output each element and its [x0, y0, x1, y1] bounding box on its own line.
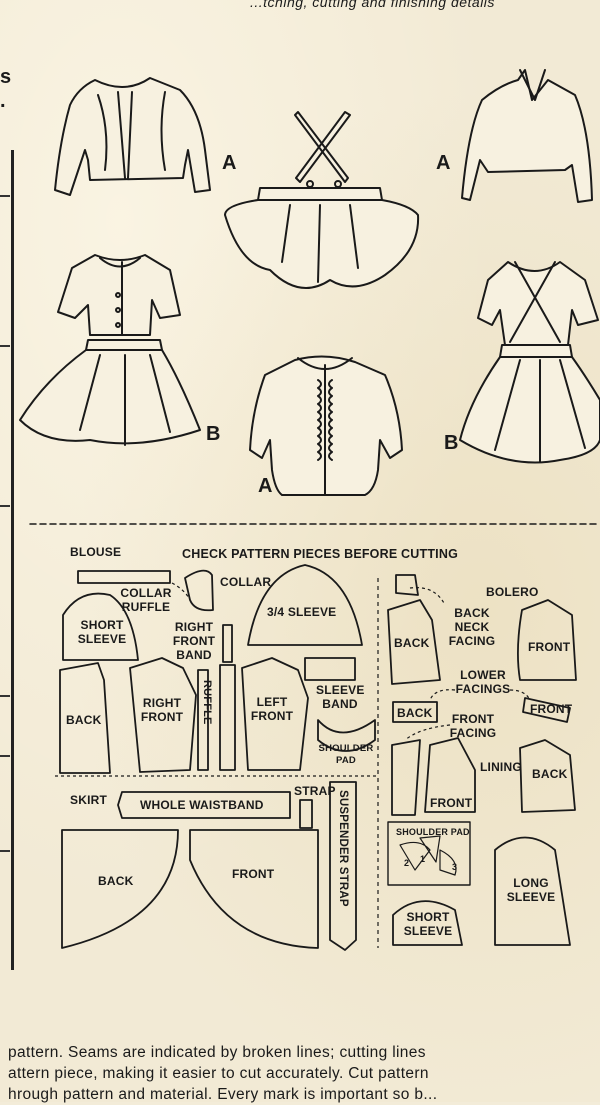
instruction-text: pattern. Seams are indicated by broken l… [8, 1042, 600, 1105]
instruction-line: attern piece, making it easier to cut ac… [8, 1065, 429, 1082]
piece-collar-ruffle: COLLAR RUFFLE [120, 586, 172, 614]
section-label-blouse: BLOUSE [70, 545, 122, 559]
piece-lining: LINING [480, 760, 522, 774]
table-rule [0, 345, 10, 347]
view-letter: A [258, 475, 273, 497]
outfit-b-left-illustration [19, 254, 201, 446]
blouse-illustration [249, 355, 403, 496]
edge-fragment-2: . [0, 90, 6, 112]
table-rule [0, 505, 10, 507]
section-label-bolero: BOLERO [486, 585, 539, 599]
piece-lower-facing-front: FRONT [530, 702, 573, 716]
piece-short-sleeve-bolero: SHORT SLEEVE [403, 910, 453, 938]
left-table-border [0, 150, 14, 970]
piece-short-sleeve-blouse: SHORT SLEEVE [77, 618, 127, 646]
table-rule [0, 695, 10, 697]
piece-bolero-back: BACK [394, 636, 430, 650]
layout-title: CHECK PATTERN PIECES BEFORE CUTTING [182, 547, 458, 561]
piece-bolero-front: FRONT [528, 640, 571, 654]
piece-whole-waistband: WHOLE WAISTBAND [140, 798, 264, 812]
section-label-skirt: SKIRT [70, 793, 107, 807]
header-fragment: ...tching, cutting and finishing details [250, 0, 495, 10]
garment-illustrations [19, 69, 600, 525]
edge-fragment-1: s [0, 66, 12, 88]
table-rule [0, 755, 10, 757]
pad-number-2: 2 [404, 858, 410, 868]
view-letter: A [436, 152, 451, 174]
piece-strap: STRAP [294, 784, 336, 798]
piece-shoulder-pad-bolero: SHOULDER PAD [396, 827, 470, 837]
instruction-line: hrough pattern and material. Every mark … [8, 1086, 438, 1103]
piece-skirt-front: FRONT [232, 867, 275, 881]
suspender-skirt-illustration [224, 111, 420, 289]
piece-long-sleeve: LONG SLEEVE [506, 876, 556, 904]
table-rule [0, 195, 10, 197]
instruction-line: pattern. Seams are indicated by broken l… [8, 1044, 426, 1061]
view-letter: B [444, 432, 459, 454]
piece-left-front: LEFT FRONT [250, 695, 294, 723]
view-letter: B [206, 423, 221, 445]
pad-number-1: 1 [420, 854, 426, 864]
piece-three-quarter-sleeve: 3/4 SLEEVE [267, 605, 337, 619]
bolero-front-illustration [54, 77, 211, 196]
piece-shoulder-pad-blouse: SHOULDER PAD [318, 743, 374, 766]
piece-lower-facing-back: BACK [397, 706, 433, 720]
table-rule [0, 850, 10, 852]
piece-suspender-strap: SUSPENDER STRAP [337, 790, 349, 907]
piece-skirt-back: BACK [98, 874, 134, 888]
piece-right-front: RIGHT FRONT [140, 696, 184, 724]
view-letter: A [222, 152, 237, 174]
bolero-back-illustration [461, 69, 593, 203]
piece-front-facing: FRONT FACING [449, 712, 497, 740]
outfit-b-right-illustration [459, 261, 600, 464]
piece-ruffle: RUFFLE [201, 680, 213, 725]
piece-collar: COLLAR [220, 575, 272, 589]
piece-back-neck-facing: BACK NECK FACING [448, 606, 496, 648]
piece-lining-front: FRONT [430, 796, 473, 810]
piece-sleeve-band: SLEEVE BAND [316, 683, 365, 711]
piece-blouse-back: BACK [66, 713, 102, 727]
piece-lower-facings: LOWER FACINGS [455, 668, 511, 696]
piece-lining-back: BACK [532, 767, 568, 781]
piece-right-front-band: RIGHT FRONT BAND [172, 620, 216, 662]
pattern-layout-diagram [55, 564, 577, 951]
pad-number-3: 3 [452, 862, 458, 872]
